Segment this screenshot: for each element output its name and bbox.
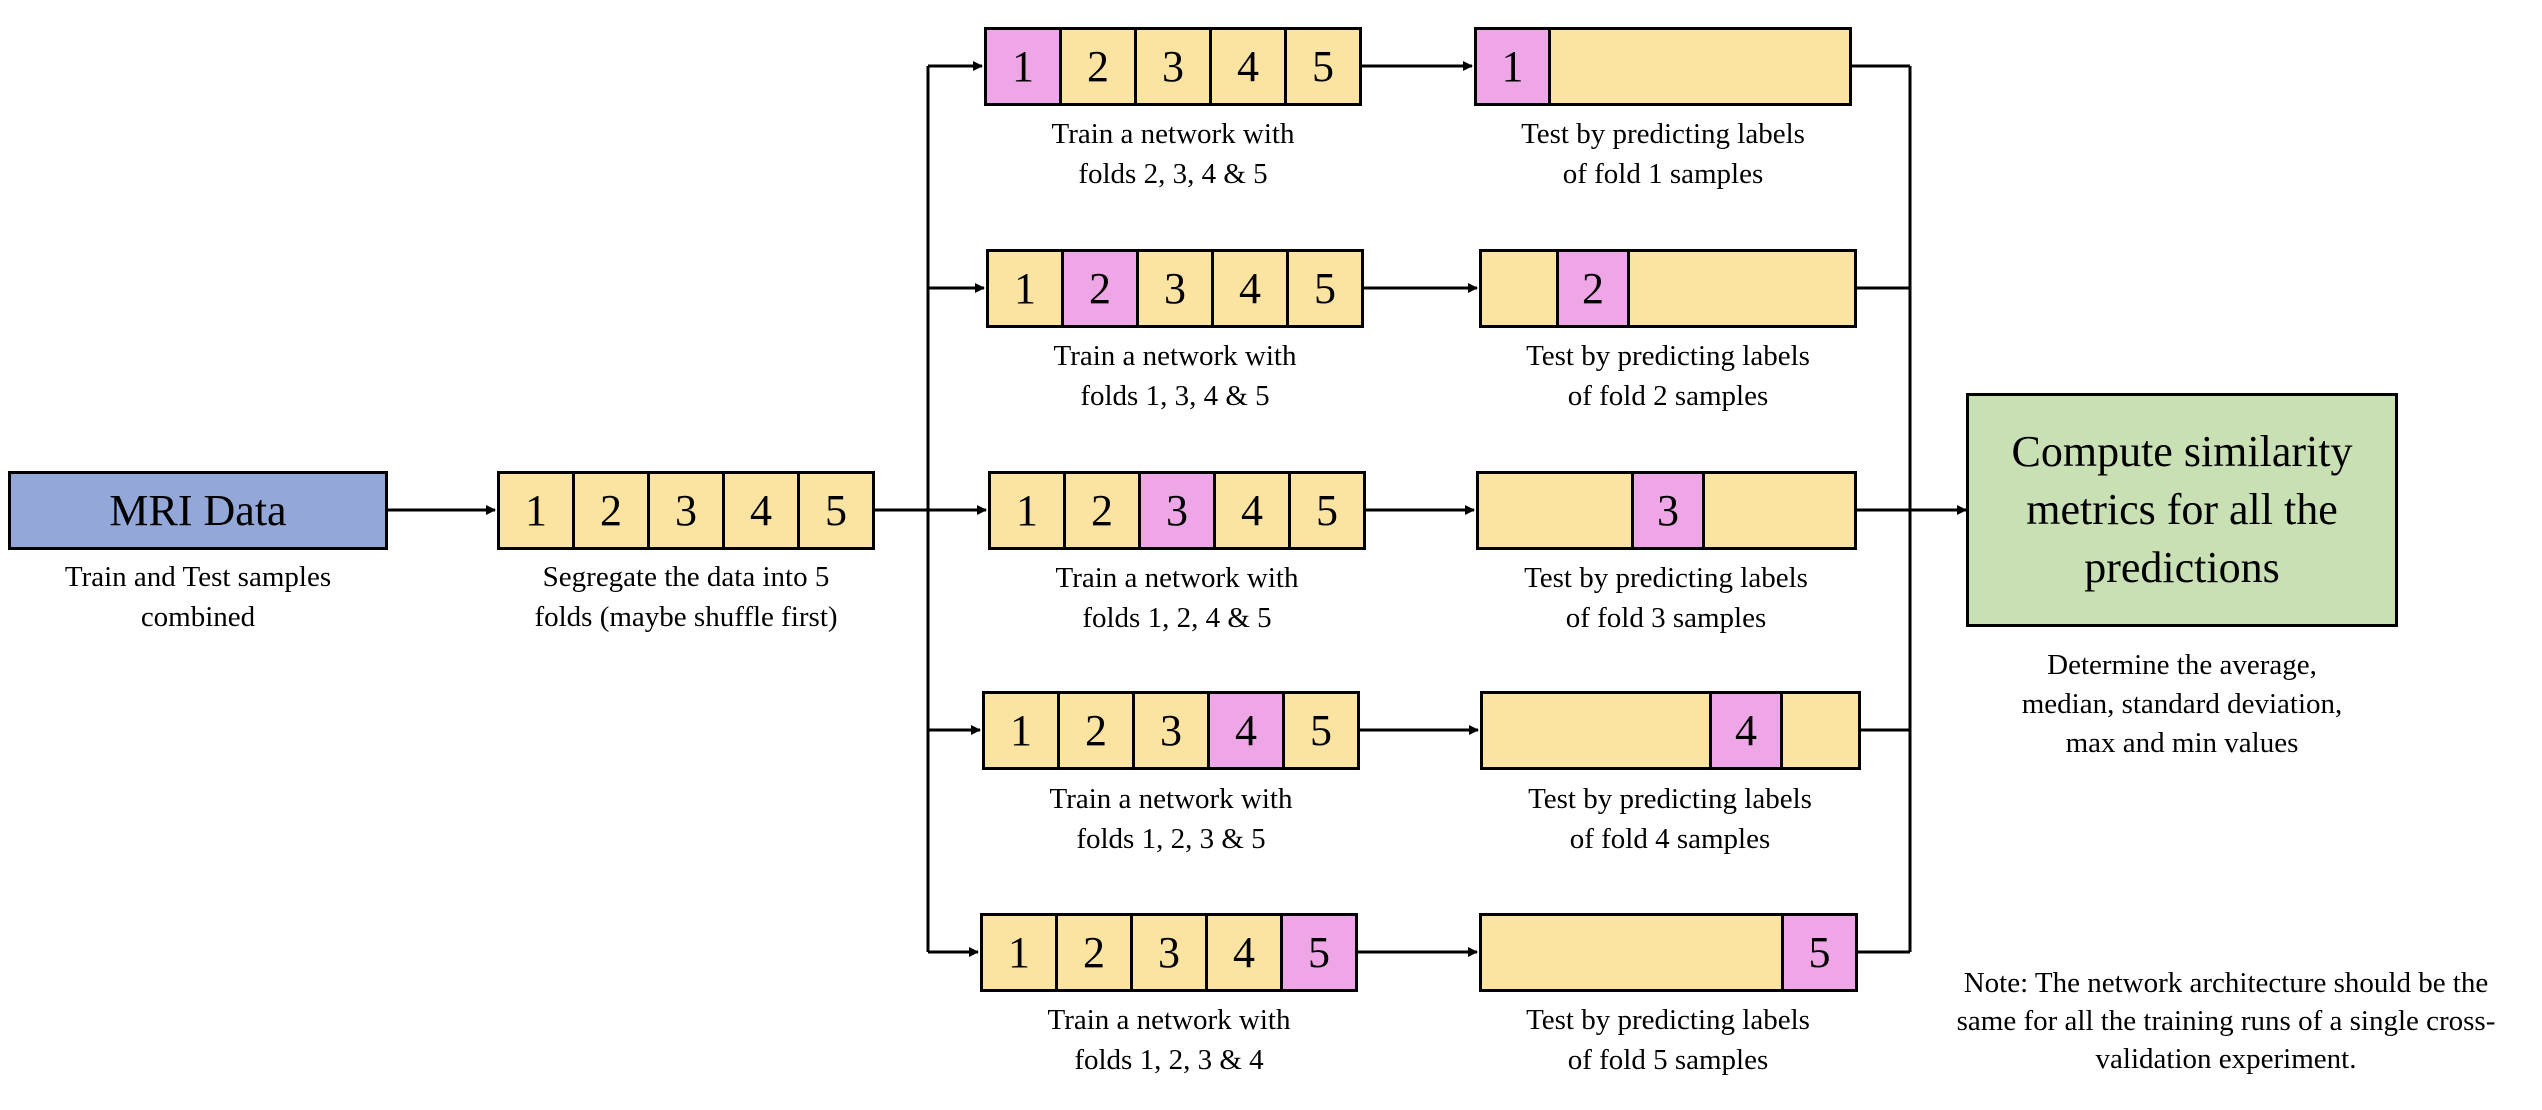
- fold-cell: 3: [1137, 30, 1212, 103]
- fold-cell: 4: [1208, 916, 1283, 989]
- fold-cell: 3: [1135, 694, 1210, 767]
- fold-cell: 5: [1285, 694, 1357, 767]
- train-caption-1: Train a network with folds 2, 3, 4 & 5: [1051, 118, 1295, 190]
- fold-cell: 1: [500, 474, 575, 547]
- train-strip-4: 1 2 3 4 5: [982, 691, 1360, 770]
- fold-cell: 5: [1287, 30, 1359, 103]
- train-strip-2: 1 2 3 4 5: [986, 249, 1364, 328]
- test-caption-1: Test by predicting labels of fold 1 samp…: [1521, 118, 1805, 190]
- fold-cell: 1: [989, 252, 1064, 325]
- fold-cell: 2: [1060, 694, 1135, 767]
- test-strip-5: 5: [1479, 913, 1858, 992]
- test-strip-4: 4: [1480, 691, 1861, 770]
- compute-metrics-box: Compute similarity metrics for all the p…: [1966, 393, 2398, 627]
- train-caption-3: Train a network with folds 1, 2, 4 & 5: [1055, 562, 1299, 634]
- fold-cell-held-out: 1: [987, 30, 1062, 103]
- fold-cell-held-out: 4: [1210, 694, 1285, 767]
- fold-cell: 4: [1214, 252, 1289, 325]
- mri-data-box: MRI Data: [8, 471, 388, 550]
- fold-cell: 3: [1139, 252, 1214, 325]
- train-strip-3: 1 2 3 4 5: [988, 471, 1366, 550]
- fold-cell: 4: [725, 474, 800, 547]
- train-caption-2: Train a network with folds 1, 3, 4 & 5: [1053, 340, 1297, 412]
- fold-cell: 2: [575, 474, 650, 547]
- train-caption-5: Train a network with folds 1, 2, 3 & 4: [1047, 1004, 1291, 1076]
- fold-cell: 3: [1133, 916, 1208, 989]
- train-caption-4: Train a network with folds 1, 2, 3 & 5: [1049, 783, 1293, 855]
- fold-cell: 1: [991, 474, 1066, 547]
- test-caption-4: Test by predicting labels of fold 4 samp…: [1528, 783, 1812, 855]
- fold-cell: 5: [1289, 252, 1361, 325]
- test-strip-3: 3: [1476, 471, 1857, 550]
- test-strip-1: 1: [1474, 27, 1852, 106]
- fold-cell: 2: [1066, 474, 1141, 547]
- fold-cell: 5: [1291, 474, 1363, 547]
- train-strip-1: 1 2 3 4 5: [984, 27, 1362, 106]
- train-strip-5: 1 2 3 4 5: [980, 913, 1358, 992]
- fold-cell-held-out: 3: [1141, 474, 1216, 547]
- fold-cell: 4: [1216, 474, 1291, 547]
- compute-caption: Determine the average, median, standard …: [2021, 649, 2343, 759]
- mri-data-label: MRI Data: [109, 486, 287, 535]
- compute-metrics-label: Compute similarity metrics for all the p…: [2011, 427, 2353, 592]
- fold-cell: 1: [985, 694, 1060, 767]
- test-fold-cell: 2: [1556, 252, 1630, 325]
- fold-cell: 2: [1058, 916, 1133, 989]
- test-caption-5: Test by predicting labels of fold 5 samp…: [1526, 1004, 1810, 1076]
- fold-cell: 2: [1062, 30, 1137, 103]
- mri-data-caption: Train and Test samples combined: [64, 561, 332, 633]
- fold-cell-held-out: 5: [1283, 916, 1355, 989]
- test-fold-cell: 4: [1709, 694, 1783, 767]
- test-fold-cell: 1: [1477, 30, 1551, 103]
- fold-cell: 5: [800, 474, 872, 547]
- test-caption-2: Test by predicting labels of fold 2 samp…: [1526, 340, 1810, 412]
- fold-cell: 4: [1212, 30, 1287, 103]
- segregate-caption: Segregate the data into 5 folds (maybe s…: [534, 561, 838, 633]
- test-fold-cell: 3: [1631, 474, 1705, 547]
- fold-cell: 3: [650, 474, 725, 547]
- test-caption-3: Test by predicting labels of fold 3 samp…: [1524, 562, 1808, 634]
- architecture-note: Note: The network architecture should be…: [1956, 967, 2496, 1075]
- fold-cell: 1: [983, 916, 1058, 989]
- fold-cell-held-out: 2: [1064, 252, 1139, 325]
- segregated-folds-strip: 1 2 3 4 5: [497, 471, 875, 550]
- test-fold-cell: 5: [1781, 916, 1855, 989]
- test-strip-2: 2: [1479, 249, 1857, 328]
